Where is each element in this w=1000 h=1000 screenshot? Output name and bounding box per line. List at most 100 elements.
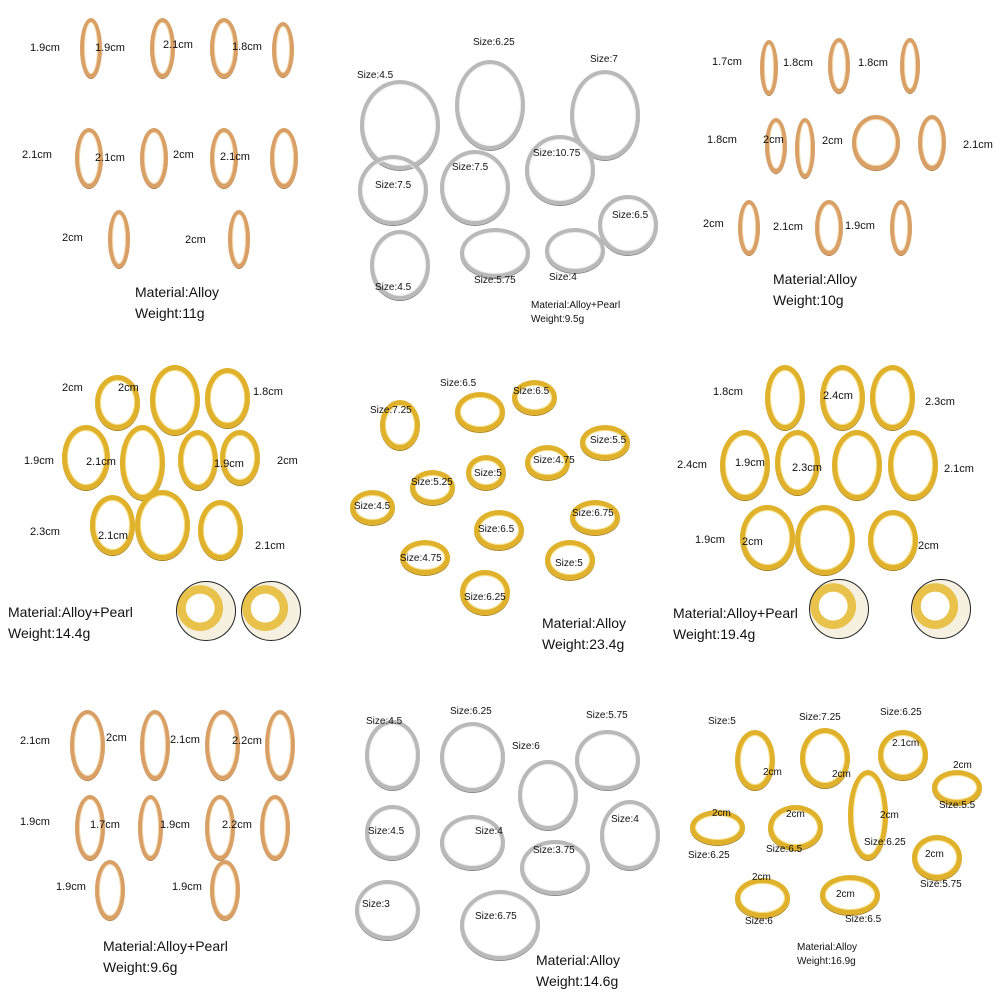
ring-image	[918, 115, 946, 170]
material-text: Material:Alloy+Pearl	[8, 604, 133, 620]
ring-image	[350, 490, 395, 525]
size-label: Size:6.5	[845, 914, 882, 925]
ring-image	[260, 795, 290, 860]
size-label: Size:5.25	[411, 477, 453, 488]
ring-image	[400, 540, 450, 575]
ring-image	[800, 728, 850, 788]
ring-image	[820, 875, 880, 915]
size-label: 2cm	[763, 767, 782, 778]
ring-image	[220, 430, 260, 485]
ring-image	[178, 430, 218, 490]
ring-image	[270, 128, 298, 188]
size-label: 2.1cm	[944, 463, 974, 475]
ring-image	[852, 115, 900, 170]
ring-image	[455, 60, 525, 150]
size-label: 2cm	[62, 382, 83, 394]
material-text: Material:Alloy+Pearl	[103, 938, 228, 954]
ring-image	[210, 18, 238, 78]
weight-text: Weight:23.4g	[542, 636, 625, 652]
size-label: 2.4cm	[677, 459, 707, 471]
size-label: Size:6.25	[450, 706, 492, 717]
size-label: 2cm	[712, 808, 731, 819]
size-label: 2.1cm	[20, 735, 50, 747]
size-label: 1.7cm	[712, 56, 742, 68]
size-label: 2.1cm	[163, 39, 193, 51]
ring-image	[815, 200, 843, 255]
ring-image	[358, 155, 428, 225]
weight-text: Weight:14.6g	[536, 973, 619, 989]
size-label: Size:5	[474, 468, 502, 479]
size-label: Size:10.75	[533, 148, 581, 159]
ring-image	[205, 795, 235, 860]
size-label: Size:5.5	[590, 435, 627, 446]
ring-image	[370, 230, 430, 300]
size-label: Size:4.75	[400, 553, 442, 564]
size-label: 2.2cm	[232, 735, 262, 747]
weight-text: Weight:11g	[135, 305, 205, 321]
ring-image	[520, 840, 590, 895]
size-label: Size:6.25	[864, 837, 906, 848]
ring-image	[600, 800, 660, 870]
material-text: Material:Alloy	[773, 271, 858, 287]
material-text: Material:Alloy	[135, 284, 220, 300]
ring-image	[575, 730, 640, 790]
ring-image	[795, 505, 855, 575]
ring-image	[75, 795, 105, 860]
ring-image	[598, 195, 658, 255]
ring-image	[760, 40, 778, 95]
size-label: Size:6	[512, 741, 540, 752]
ring-image	[878, 730, 928, 780]
ring-image	[888, 430, 938, 500]
ring-image	[228, 210, 250, 268]
ring-image	[900, 38, 920, 93]
ring-image	[138, 795, 163, 860]
ring-image	[795, 118, 815, 178]
ring-image	[70, 710, 105, 780]
ring-image	[870, 365, 915, 430]
size-label: Size:6.25	[688, 850, 730, 861]
ring-image	[518, 760, 578, 830]
size-label: 2cm	[752, 872, 771, 883]
detail-closeup-image	[241, 581, 301, 641]
size-label: 2.1cm	[892, 738, 920, 749]
size-label: 2.3cm	[792, 462, 822, 474]
size-label: 2.1cm	[220, 151, 250, 163]
size-label: 2cm	[703, 218, 724, 230]
size-label: Size:6.25	[464, 592, 506, 603]
size-label: Size:5.75	[586, 710, 628, 721]
ring-image	[90, 495, 135, 555]
size-label: Size:4.75	[533, 455, 575, 466]
size-label: Size:6	[745, 916, 773, 927]
ring-image	[775, 430, 820, 495]
size-label: 2cm	[118, 382, 139, 394]
size-label: 1.8cm	[713, 386, 743, 398]
size-label: 1.9cm	[20, 816, 50, 828]
ring-image	[440, 150, 510, 225]
size-label: 2cm	[763, 134, 784, 146]
ring-image	[735, 730, 775, 790]
size-label: 2cm	[786, 809, 805, 820]
ring-image	[150, 365, 200, 435]
size-label: 2.1cm	[86, 456, 116, 468]
size-label: Size:6.25	[473, 37, 515, 48]
ring-image	[380, 400, 420, 450]
size-label: Size:5	[708, 716, 736, 727]
ring-image	[690, 810, 745, 845]
size-label: Size:6.25	[880, 707, 922, 718]
ring-image	[95, 860, 125, 920]
size-label: Size:4	[611, 814, 639, 825]
size-label: Size:4	[549, 272, 577, 283]
size-label: 2cm	[742, 536, 763, 548]
size-label: 2.1cm	[170, 734, 200, 746]
detail-closeup-image	[809, 579, 869, 639]
size-label: Size:3	[362, 899, 390, 910]
ring-image	[62, 425, 110, 490]
size-label: 2cm	[822, 135, 843, 147]
size-label: 1.8cm	[858, 57, 888, 69]
ring-image	[440, 815, 505, 870]
ring-image	[545, 540, 595, 580]
size-label: 2cm	[185, 234, 206, 246]
size-label: 1.9cm	[172, 881, 202, 893]
